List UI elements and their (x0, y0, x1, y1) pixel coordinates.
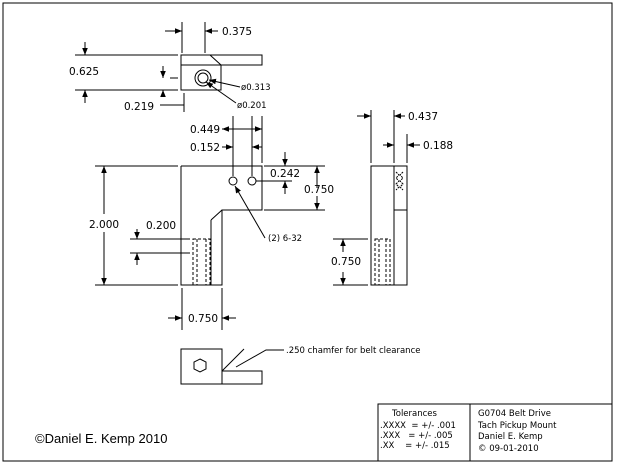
copyright: ©Daniel E. Kemp 2010 (35, 431, 167, 446)
title-line-1: G0704 Belt Drive (478, 409, 551, 419)
dim-side-slot: 0.750 (331, 256, 361, 268)
tolerance-line-2: .XXX = +/- .005 (380, 431, 453, 441)
note-chamfer: .250 chamfer for belt clearance (286, 346, 420, 356)
top-view (75, 22, 263, 112)
note-tapped-holes: (2) 6-32 (268, 234, 302, 244)
bottom-view (180, 348, 284, 385)
dim-side-width: 0.437 (408, 111, 438, 123)
dim-hole-x2: 0.152 (190, 142, 220, 154)
dim-slot-offset: 0.200 (146, 220, 176, 232)
tolerance-line-1: .XXXX = +/- .001 (380, 421, 456, 431)
side-view-body (370, 165, 395, 286)
dim-overall-height: 2.000 (89, 219, 119, 231)
dim-hole-x1: 0.449 (190, 124, 220, 136)
tapped-hole-1 (228, 176, 238, 186)
title-line-4: © 09-01-2010 (478, 444, 539, 454)
title-line-2: Tach Pickup Mount (477, 421, 557, 431)
top-view-body (180, 54, 263, 66)
dim-head-height: 0.750 (304, 184, 334, 196)
dim-side-step: 0.188 (423, 140, 453, 152)
dim-stem-width: 0.750 (188, 313, 218, 325)
title-block (377, 403, 613, 462)
front-view (95, 116, 325, 330)
bottom-view-block (180, 348, 223, 385)
hole-inner (197, 72, 209, 84)
tolerances-title: Tolerances (391, 409, 438, 419)
tapped-hole-2 (247, 176, 257, 186)
hex-hole (193, 358, 207, 373)
side-view (333, 110, 420, 286)
dim-hole-y: 0.242 (270, 168, 300, 180)
dim-top-offset: 0.219 (124, 101, 154, 113)
tolerance-line-3: .XX = +/- .015 (380, 441, 450, 451)
callout-hole-inner: ø0.201 (237, 101, 267, 111)
dim-top-width: 0.375 (222, 26, 252, 38)
title-line-3: Daniel E. Kemp (478, 432, 543, 442)
hole-outer (194, 69, 212, 87)
dim-top-height: 0.625 (69, 66, 99, 78)
callout-hole-outer: ø0.313 (241, 83, 271, 93)
sheet-border (2, 2, 613, 462)
